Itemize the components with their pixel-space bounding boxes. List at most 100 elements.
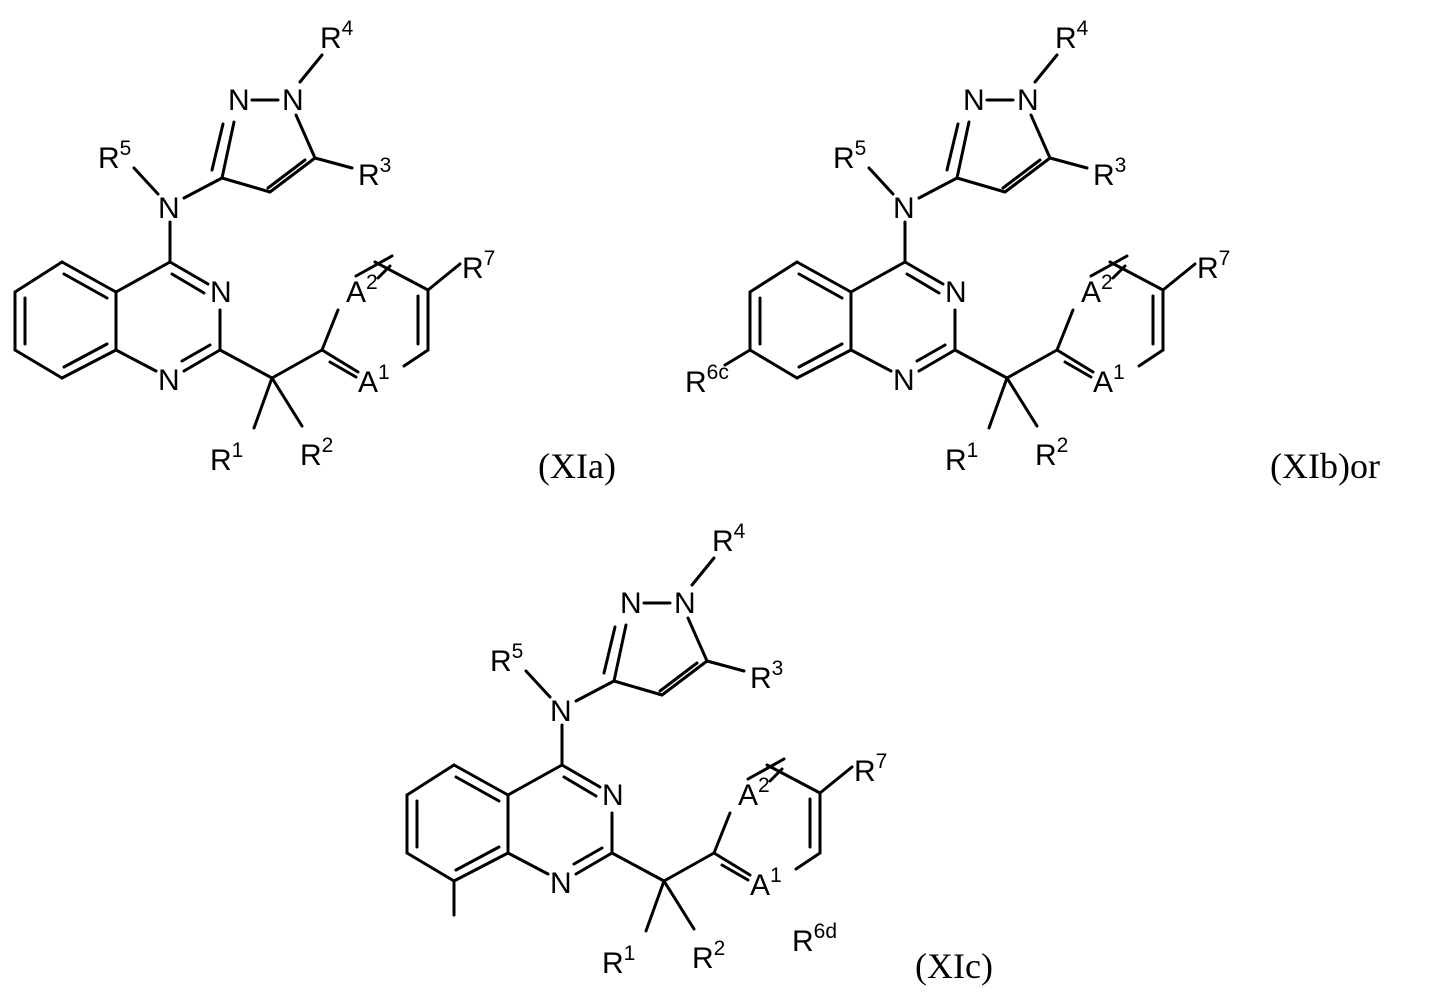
bond [564,777,596,796]
bond [660,663,697,691]
bond [116,262,170,292]
atom-label-r4: R4 [1055,17,1089,55]
bond [1003,160,1040,188]
bond [612,853,664,881]
bond [300,55,322,82]
atom-label-r6c: R6c [685,361,729,399]
bond [707,661,744,671]
bond [614,625,626,681]
bond [270,158,315,192]
bond [851,262,905,292]
bond [268,160,305,188]
atom-label-n-pz1: N [1017,84,1039,117]
bond [664,881,694,929]
bond [562,765,600,787]
bond [272,378,302,426]
bond [1163,264,1195,290]
bond [1007,350,1057,378]
atom-label-r7: R7 [854,750,887,788]
atom-label-n1: N [550,867,572,900]
bond [15,262,62,292]
atom-label-a1: A1 [1093,361,1125,399]
bond [750,262,797,292]
bond [905,262,943,284]
atom-label-n-pz1: N [282,84,304,117]
bond [64,344,107,367]
bond [1035,55,1057,82]
bond [428,264,460,290]
bond [170,262,208,284]
caption-XIb: (XIb)or [1270,446,1380,486]
bond [296,115,315,158]
atom-label-a2: A2 [346,271,378,309]
atom-label-r2: R2 [692,937,725,975]
atom-label-n-pz2: N [963,84,985,117]
bond [750,350,797,378]
bond [1007,378,1037,426]
caption-XIc: (XIc) [915,946,993,986]
bond [184,178,222,198]
bond [508,765,562,795]
bond [1050,158,1087,168]
bond [172,274,204,293]
atom-label-r2: R2 [1035,434,1068,472]
atom-label-n3: N [602,779,624,812]
atom-label-a1: A1 [750,864,782,902]
bond [604,627,615,673]
bond [254,378,272,428]
bond [796,853,820,869]
atom-label-r1: R1 [945,439,978,477]
atom-label-r4: R4 [320,17,354,55]
atom-label-n3: N [210,276,232,309]
atom-label-r3: R3 [1093,154,1126,192]
bond [820,767,852,793]
bond [614,681,662,695]
atom-label-r3: R3 [358,154,391,192]
atom-label-n-pz1: N [674,587,696,620]
atom-label-n-pz2: N [620,587,642,620]
bond [957,122,969,178]
bond [955,350,1007,378]
bond [404,350,428,366]
atom-label-n-amine: N [550,695,572,728]
atom-label-r3: R3 [750,657,783,695]
bond [375,262,428,290]
bond [576,853,612,874]
bond [688,618,707,661]
bond [222,122,234,178]
bond [526,671,550,697]
bond [407,765,454,795]
bond [64,274,107,298]
bond [116,350,156,371]
bond [456,777,499,801]
bond [851,350,891,371]
bond [1110,262,1163,290]
atom-label-r7: R7 [1197,247,1230,285]
bond [907,274,939,293]
bond [662,661,707,695]
atom-label-r7: R7 [462,247,495,285]
structure-XIa: R4NNR5R3NR7A2NNA1R1R2 [15,17,495,477]
bond [664,853,714,881]
atom-label-r2: R2 [300,434,333,472]
atom-label-n1: N [893,364,915,397]
bond [799,274,842,298]
bond [184,350,220,371]
bond [272,350,322,378]
atom-label-r1: R1 [602,942,635,980]
bond [767,765,820,793]
bond [799,344,842,367]
bond [989,378,1007,428]
bond [220,350,272,378]
atom-label-r1: R1 [210,439,243,477]
bond [919,350,955,371]
atom-label-n-amine: N [158,192,180,225]
bond [646,881,664,931]
bond [576,681,614,701]
bond [1005,158,1050,192]
atom-label-a1: A1 [358,361,390,399]
bond [714,813,730,853]
atom-label-r5: R5 [490,640,523,678]
bond [15,350,62,378]
atom-label-r5: R5 [98,137,131,175]
